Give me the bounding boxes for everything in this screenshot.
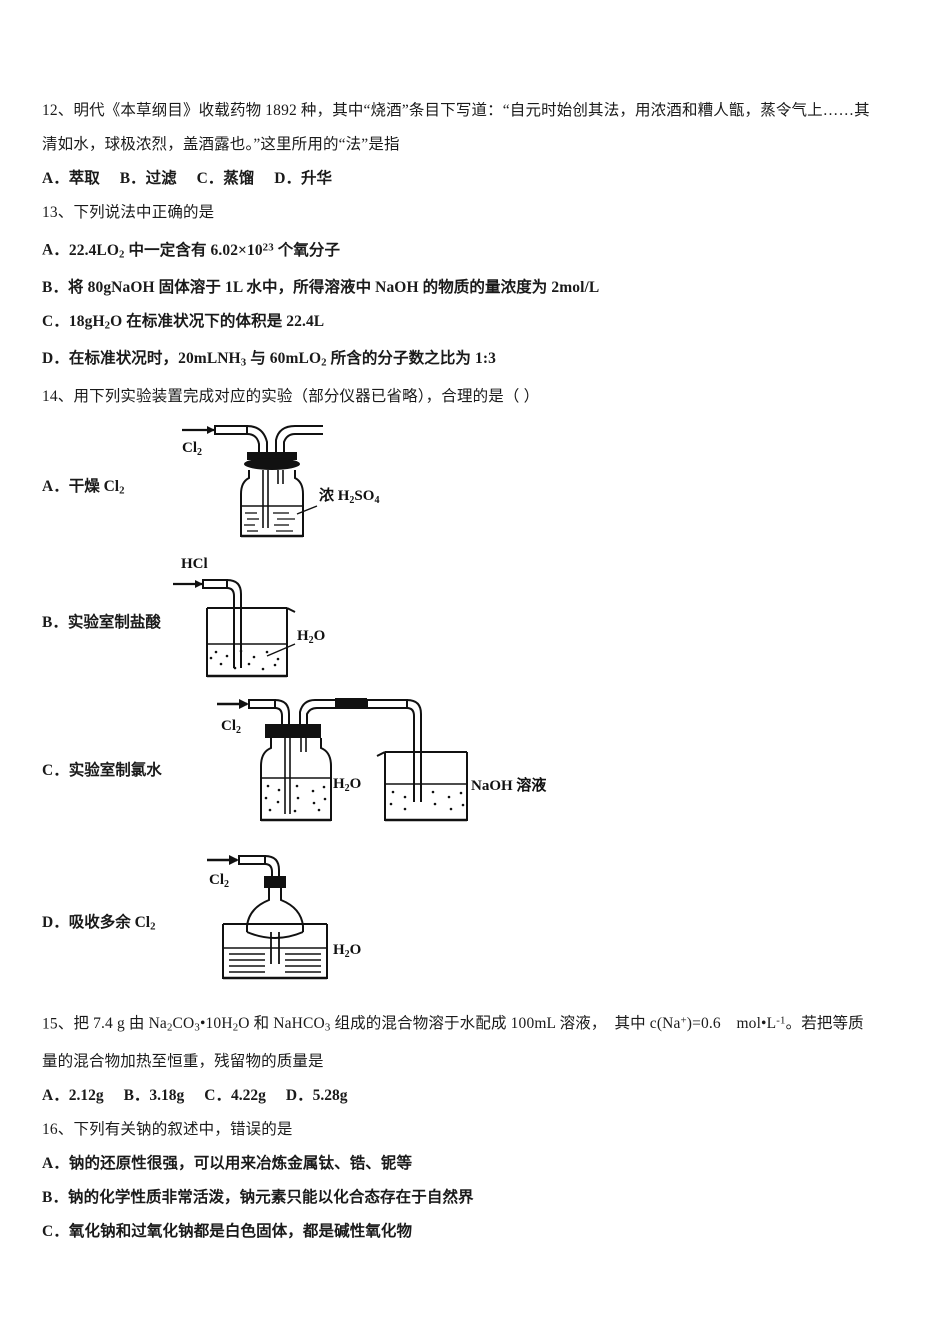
- gas-washing-bottle-diagram: Cl2 浓 H2SO4: [182, 424, 379, 537]
- q14-stem: 14、用下列实验装置完成对应的实验（部分仪器已省略），合理的是（ ）: [42, 382, 918, 412]
- q16-option-b-label: B．: [42, 1188, 69, 1206]
- q12-option-c-text: 蒸馏: [223, 170, 255, 187]
- question-12: 12、明代《本草纲目》收载药物 1892 种，其中“烧酒”条目下写道：“自元时始…: [42, 96, 918, 194]
- q15-option-d-text: 5.28g: [312, 1086, 348, 1104]
- gas-label-cl2: Cl2: [182, 440, 202, 458]
- q12-option-a-label: A．: [42, 170, 69, 187]
- question-15: 15、把 7.4 g 由 Na2CO3•10H2O 和 NaHCO3 组成的混合…: [42, 1006, 918, 1111]
- q12-option-a-text: 萃取: [68, 170, 100, 187]
- gas-label-cl2: Cl2: [209, 872, 229, 890]
- gas-label-hcl: HCl: [181, 556, 208, 572]
- q12-stem-text1: 明代《本草纲目》收载药物 1892 种，其中“烧酒”条目下写道：“自元时始创其法…: [73, 102, 870, 119]
- q13-option-b-text: 将 80gNaOH 固体溶于 1L 水中，所得溶液中 NaOH 的物质的量浓度为…: [68, 278, 600, 296]
- question-13: 13、下列说法中正确的是 A．22.4LO2 中一定含有 6.02×1023 个…: [42, 198, 918, 378]
- q12-option-a[interactable]: A．萃取: [42, 164, 100, 194]
- q15-option-c-text: 4.22g: [231, 1086, 266, 1104]
- q16-option-b[interactable]: B．钠的化学性质非常活泼，钠元素只能以化合态存在于自然界: [42, 1183, 918, 1213]
- reagent-label-h2o: H2O: [333, 942, 361, 960]
- q16-option-b-text: 钠的化学性质非常活泼，钠元素只能以化合态存在于自然界: [68, 1188, 474, 1206]
- q13-number: 13、: [42, 204, 74, 221]
- q14-number: 14、: [42, 387, 74, 405]
- q13-stem-text: 下列说法中正确的是: [73, 204, 215, 221]
- q16-option-c-text: 氧化钠和过氧化钠都是白色固体，都是碱性氧化物: [68, 1222, 413, 1240]
- q16-option-a-text: 钠的还原性很强，可以用来冶炼金属钛、锆、铌等: [68, 1154, 413, 1172]
- q12-option-d-label: D．: [274, 170, 301, 187]
- gas-label-cl2: Cl2: [221, 718, 241, 736]
- q14-option-c-label: C．实验室制氯水: [42, 761, 162, 779]
- q13-option-d-text: 在标准状况时，20mLNH3 与 60mLO2 所含的分子数之比为 1:3: [68, 350, 496, 369]
- reagent-label-h2so4: 浓 H2SO4: [319, 487, 379, 506]
- q12-stem-line1: 12、明代《本草纲目》收载药物 1892 种，其中“烧酒”条目下写道：“自元时始…: [42, 96, 918, 126]
- q13-option-a[interactable]: A．22.4LO2 中一定含有 6.02×1023 个氧分子: [42, 232, 918, 269]
- q15-option-a-text: 2.12g: [68, 1086, 104, 1104]
- q15-option-c-label: C．: [204, 1086, 231, 1104]
- q16-option-c[interactable]: C．氧化钠和过氧化钠都是白色固体，都是碱性氧化物: [42, 1217, 918, 1247]
- q12-option-c-label: C．: [196, 170, 224, 187]
- question-14: 14、用下列实验装置完成对应的实验（部分仪器已省略），合理的是（ ） A．干燥 …: [42, 382, 918, 988]
- q14-option-d-label: D．吸收多余 Cl2: [42, 913, 156, 933]
- inverted-funnel-diagram: Cl2 H2O: [207, 854, 361, 979]
- page-content: 12、明代《本草纲目》收载药物 1892 种，其中“烧酒”条目下写道：“自元时始…: [42, 96, 918, 1251]
- q13-option-b-label: B．: [42, 278, 69, 296]
- q15-option-b-text: 3.18g: [149, 1086, 185, 1104]
- q12-option-b-text: 过滤: [145, 170, 177, 187]
- q12-option-c[interactable]: C．蒸馏: [197, 164, 255, 194]
- q14-option-c[interactable]: C．实验室制氯水: [42, 690, 918, 830]
- q15-number: 15、: [42, 1015, 74, 1033]
- q16-option-a-label: A．: [42, 1154, 69, 1172]
- q15-option-c[interactable]: C．4.22g: [204, 1081, 266, 1111]
- q15-option-d[interactable]: D．5.28g: [286, 1081, 348, 1111]
- q14-option-b-label: B．实验室制盐酸: [42, 613, 161, 631]
- q16-stem: 16、下列有关钠的叙述中，错误的是: [42, 1115, 918, 1145]
- q13-option-b[interactable]: B．将 80gNaOH 固体溶于 1L 水中，所得溶液中 NaOH 的物质的量浓…: [42, 273, 918, 303]
- q15-option-a-label: A．: [42, 1086, 69, 1104]
- q15-option-b-label: B．: [123, 1086, 150, 1104]
- q14-stem-text: 用下列实验装置完成对应的实验（部分仪器已省略），合理的是（ ）: [73, 387, 540, 405]
- q16-option-c-label: C．: [42, 1222, 69, 1240]
- q12-number: 12、: [42, 102, 74, 119]
- question-16: 16、下列有关钠的叙述中，错误的是 A．钠的还原性很强，可以用来冶炼金属钛、锆、…: [42, 1115, 918, 1247]
- q12-option-d[interactable]: D．升华: [274, 164, 332, 194]
- tube-into-beaker-diagram: HCl: [173, 556, 325, 677]
- q15-stem-line2: 量的混合物加热至恒重，残留物的质量是: [42, 1052, 324, 1070]
- q14-option-a-label: A．干燥 Cl2: [42, 477, 125, 497]
- q13-option-c-label: C．: [42, 312, 69, 330]
- bottle-plus-beaker-diagram: Cl2 H2O NaOH 溶液: [217, 697, 547, 821]
- q13-stem: 13、下列说法中正确的是: [42, 198, 918, 228]
- reagent-label-naoh: NaOH 溶液: [471, 776, 547, 794]
- q13-option-a-text: 22.4LO2 中一定含有 6.02×1023 个氧分子: [68, 241, 341, 260]
- q15-option-b[interactable]: B．3.18g: [124, 1081, 185, 1111]
- q13-option-c[interactable]: C．18gH2O 在标准状况下的体积是 22.4L: [42, 307, 918, 340]
- q14-option-a[interactable]: A．干燥 Cl2: [42, 414, 918, 544]
- reagent-label-h2o: H2O: [333, 776, 361, 794]
- q13-option-c-text: 18gH2O 在标准状况下的体积是 22.4L: [68, 312, 325, 332]
- q16-option-a[interactable]: A．钠的还原性很强，可以用来冶炼金属钛、锆、铌等: [42, 1149, 918, 1179]
- q15-stem-text1: 把 7.4 g 由 Na2CO3•10H2O 和 NaHCO3 组成的混合物溶于…: [73, 1014, 864, 1034]
- q15-option-d-label: D．: [285, 1086, 313, 1104]
- q15-stem-line1: 15、把 7.4 g 由 Na2CO3•10H2O 和 NaHCO3 组成的混合…: [42, 1006, 918, 1043]
- q12-option-d-text: 升华: [301, 170, 333, 187]
- q12-option-b[interactable]: B．过滤: [120, 164, 177, 194]
- q13-option-d[interactable]: D．在标准状况时，20mLNH3 与 60mLO2 所含的分子数之比为 1:3: [42, 344, 918, 377]
- q14-option-d[interactable]: D．吸收多余 Cl2: [42, 848, 918, 988]
- q13-option-a-label: A．: [42, 241, 69, 259]
- q16-number: 16、: [42, 1120, 74, 1138]
- q15-option-a[interactable]: A．2.12g: [42, 1081, 104, 1111]
- q14-option-b[interactable]: B．实验室制盐酸 HCl: [42, 552, 918, 682]
- q16-stem-text: 下列有关钠的叙述中，错误的是: [73, 1120, 293, 1138]
- reagent-label-h2o: H2O: [297, 628, 325, 646]
- q12-options: A．萃取 B．过滤 C．蒸馏 D．升华: [42, 164, 918, 194]
- q13-option-d-label: D．: [42, 350, 69, 368]
- q12-option-b-label: B．: [119, 170, 146, 187]
- q12-stem-line2: 清如水，球极浓烈，盖酒露也。”这里所用的“法”是指: [42, 136, 400, 153]
- q15-options: A．2.12g B．3.18g C．4.22g D．5.28g: [42, 1081, 918, 1111]
